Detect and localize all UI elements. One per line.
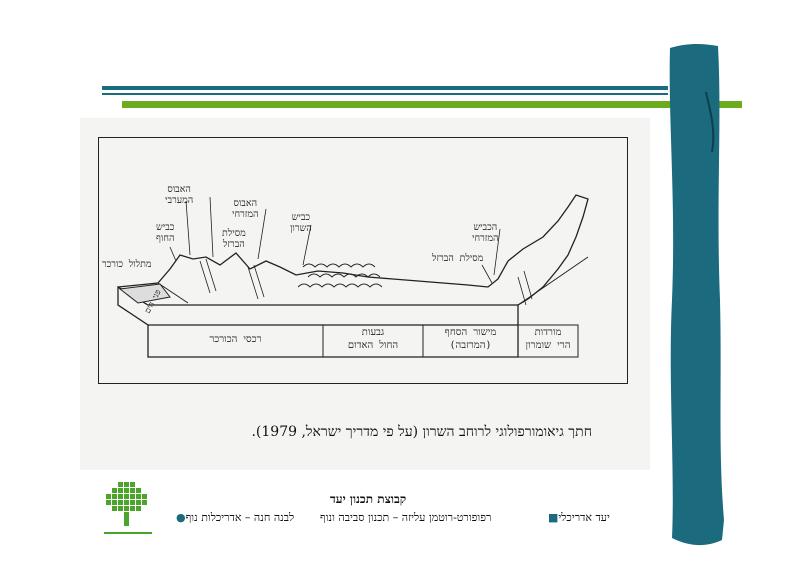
section-front (117, 285, 519, 358)
footer-credit-rappoport: רפופורט-רוטמן עליזה – תכנון סביבה ונוף (320, 511, 492, 524)
figure-caption: חתך גיאומורפולוגי לרוחב השרון (על פי מדר… (251, 424, 592, 440)
footer-credit-livne: לבנה חנה – אדריכלות נוף● (176, 511, 295, 524)
diagram-frame (98, 137, 628, 384)
tree-logo (104, 482, 152, 534)
dunes (297, 263, 383, 288)
section-top-band (117, 256, 589, 306)
terrain-surface (117, 194, 589, 306)
footer-credit-yaad: יעד אדריכלי■ (548, 511, 610, 524)
table-right-cell (518, 324, 579, 358)
header-line-teal-2 (102, 93, 668, 95)
teal-bar-stroke (705, 91, 715, 153)
teal-vertical-bar (669, 44, 724, 546)
ridge-hatch (199, 258, 533, 306)
footer-title: קבוצת תכנון יעד (330, 492, 407, 506)
label-kurkar-cliff: מתלול כורכר (102, 259, 152, 270)
geomorph-cross-section (117, 194, 589, 358)
table-cell-kurkar-ridges: רכסי הכורכר (209, 334, 262, 345)
leader-lines (169, 196, 501, 284)
label-railway-east: מסילת הברזל (432, 253, 484, 264)
table-cell-alluvial-plain: מישור הסחף(המרזבה) (444, 327, 497, 351)
header-line-green (122, 101, 742, 108)
header-line-teal-1 (102, 86, 668, 90)
sea-strip (118, 283, 171, 304)
